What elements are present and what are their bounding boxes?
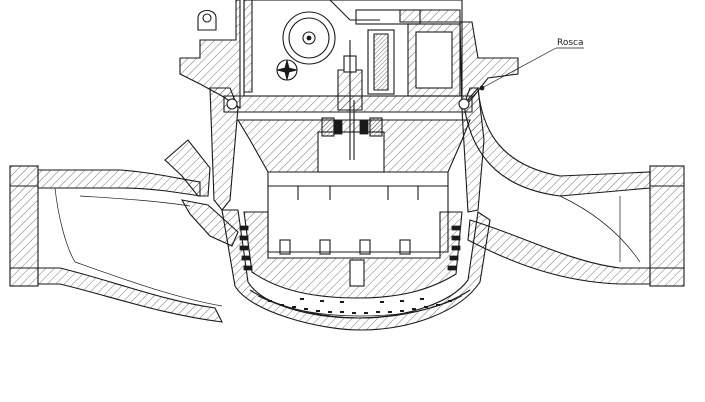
measuring-chamber (243, 171, 463, 299)
left-inlet-pipe (37, 169, 223, 323)
central-hub (237, 100, 471, 173)
rosca-callout: Rosca (479, 38, 584, 91)
meter-body-shell (209, 87, 491, 331)
register-mechanism (243, 0, 463, 111)
guide-vanes (239, 225, 461, 271)
strainer-screen (249, 289, 471, 319)
right-flange (649, 165, 685, 287)
rosca-label: Rosca (557, 38, 584, 48)
left-flange (9, 165, 39, 287)
right-outlet-pipe (463, 86, 651, 285)
star-gear (276, 59, 298, 81)
